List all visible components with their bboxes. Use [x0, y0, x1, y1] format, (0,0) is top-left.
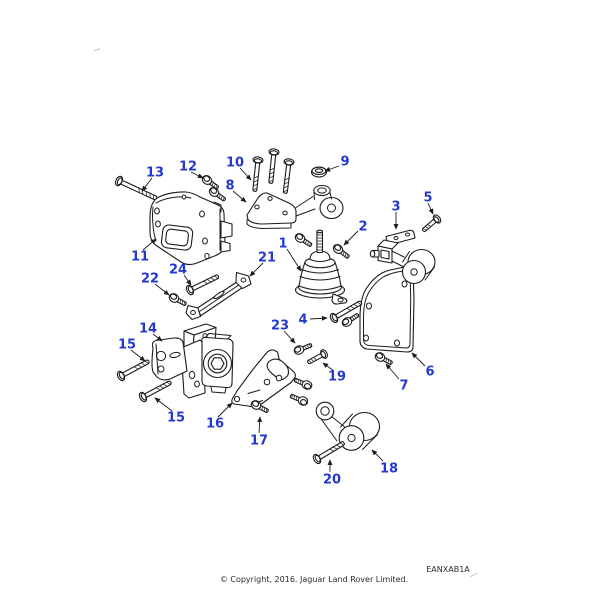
callout-13[interactable]: 13	[146, 166, 164, 181]
leader-2	[343, 230, 359, 246]
leader-17	[257, 416, 263, 434]
callout-5[interactable]: 5	[423, 191, 432, 206]
leader-4	[309, 315, 328, 321]
leader-10	[239, 167, 252, 181]
copyright-text: © Copyright, 2016. Jaguar Land Rover Lim…	[220, 575, 408, 584]
callout-15a[interactable]: 15	[118, 338, 136, 353]
leader-12	[190, 171, 204, 179]
leader-22	[154, 283, 170, 296]
callout-14[interactable]: 14	[139, 322, 157, 337]
leader-5	[427, 202, 434, 215]
leader-7	[385, 363, 400, 380]
callout-8[interactable]: 8	[225, 179, 234, 194]
callout-6[interactable]: 6	[425, 365, 434, 380]
leader-lines	[130, 165, 434, 472]
leader-1	[286, 248, 302, 272]
nut-9	[310, 166, 328, 178]
callout-4[interactable]: 4	[298, 313, 307, 328]
faint-mark	[93, 48, 101, 52]
leader-11	[142, 238, 157, 251]
callout-19[interactable]: 19	[328, 370, 346, 385]
bolt-15a	[115, 356, 152, 383]
callout-20[interactable]: 20	[323, 473, 341, 488]
bolt-small-a	[292, 375, 314, 392]
leader-23	[283, 330, 296, 344]
part-tie-strap	[185, 271, 252, 321]
faint-mark	[469, 572, 478, 578]
callout-12[interactable]: 12	[179, 160, 197, 175]
part-bushing-bracket	[369, 229, 436, 285]
leader-15b	[154, 397, 173, 412]
leader-14	[152, 333, 163, 342]
bolt-15b	[137, 377, 174, 404]
bolt-19	[305, 347, 330, 368]
part-mount-bracket	[246, 184, 344, 229]
part-lower-bracket	[231, 349, 296, 408]
leader-21	[249, 262, 264, 277]
callout-17[interactable]: 17	[250, 434, 268, 449]
callout-23[interactable]: 23	[271, 319, 289, 334]
bolt-10a	[249, 155, 264, 193]
callout-10[interactable]: 10	[226, 156, 244, 171]
part-torque-rod	[315, 401, 381, 451]
callout-18[interactable]: 18	[380, 462, 398, 477]
callout-11[interactable]: 11	[131, 250, 149, 265]
leader-13	[141, 177, 153, 192]
bolt-7	[373, 350, 395, 368]
callout-9[interactable]: 9	[340, 155, 349, 170]
callout-24[interactable]: 24	[169, 263, 187, 278]
leader-24	[183, 274, 192, 286]
leader-15a	[130, 349, 146, 362]
bolt-near-stud	[293, 231, 315, 250]
bolt-5	[419, 212, 443, 235]
bolt-20	[311, 437, 348, 466]
bolt-10b	[265, 147, 280, 185]
bolt-small-b	[288, 391, 310, 408]
leader-19	[322, 362, 335, 372]
leader-16	[217, 402, 233, 418]
bolt-2	[331, 242, 352, 262]
bolt-23	[292, 340, 314, 357]
leader-18	[371, 449, 384, 462]
callout-16[interactable]: 16	[206, 417, 224, 432]
callout-15b[interactable]: 15	[167, 411, 185, 426]
part-hydro-mount	[294, 229, 348, 305]
callout-21[interactable]: 21	[258, 251, 276, 266]
leader-9	[324, 165, 340, 172]
callout-1[interactable]: 1	[278, 237, 287, 252]
callout-2[interactable]: 2	[358, 220, 367, 235]
callout-22[interactable]: 22	[141, 272, 159, 287]
callouts: 1 2 3 4 5 6 7 8 9 10 11 12 13 14 15 15 1…	[118, 155, 435, 488]
callout-3[interactable]: 3	[391, 200, 400, 215]
leader-8	[232, 190, 247, 203]
part-mount-assembly	[151, 323, 234, 399]
callout-7[interactable]: 7	[399, 379, 408, 394]
leader-6	[411, 352, 426, 367]
bolt-22	[167, 291, 189, 309]
part-cover-plate	[149, 191, 233, 266]
bolt-10c	[279, 157, 295, 195]
diagram-code: EANXAB1A	[426, 565, 470, 574]
